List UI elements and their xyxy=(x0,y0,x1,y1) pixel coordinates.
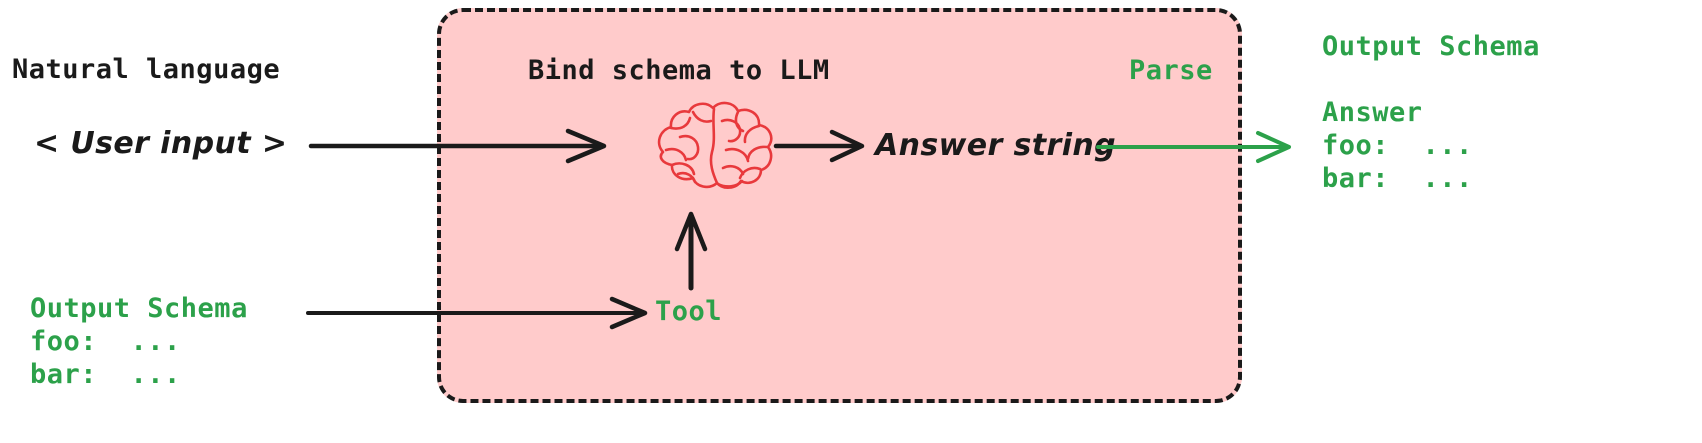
output-schema-block: Output Schema Answer foo: ... bar: ... xyxy=(1322,31,1540,194)
tool-label: Tool xyxy=(655,296,723,327)
natural-language-label: Natural language xyxy=(12,54,281,85)
input-output-schema-block: Output Schema foo: ... bar: ... xyxy=(30,293,248,390)
user-input-text: < User input > xyxy=(34,126,288,161)
bind-schema-label: Bind schema to LLM xyxy=(528,55,830,86)
parse-label: Parse xyxy=(1129,55,1213,86)
answer-string-label: Answer string xyxy=(875,128,1117,163)
llm-boundary-box xyxy=(437,8,1242,403)
